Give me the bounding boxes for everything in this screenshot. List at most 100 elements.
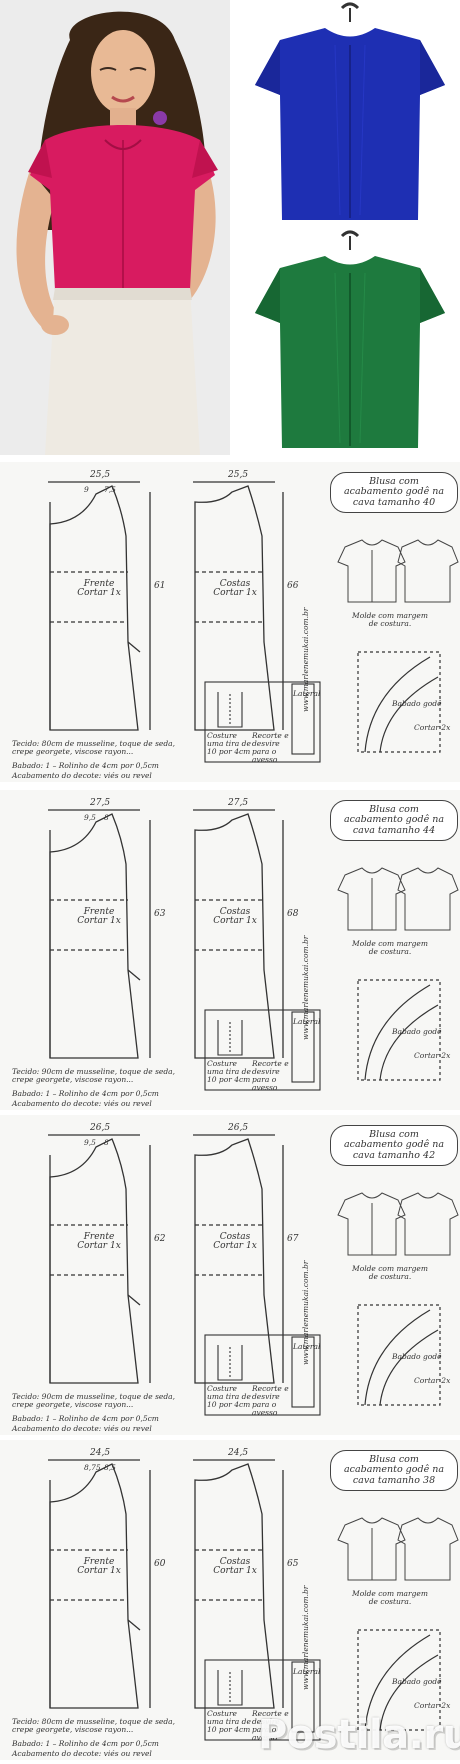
neck-facing-detail <box>204 681 321 763</box>
website-credit: www.marlenemukai.com.br <box>301 1585 310 1690</box>
measure-b-label: 8 <box>104 1138 109 1147</box>
measure-b-label: 7,5 <box>104 485 116 494</box>
godet-ruffle-piece <box>357 651 441 753</box>
front-length-label: 63 <box>154 909 166 919</box>
blouse-sketch <box>337 539 459 603</box>
measure-a-label: 8,75 <box>84 1463 101 1472</box>
cut-twice-label: Cortar 2x <box>414 723 451 732</box>
back-piece-label: Costas Cortar 1x <box>213 1232 257 1252</box>
blouse-sketch <box>337 1517 459 1581</box>
cut-strip-note: Costure uma tira de 10 por 4cm <box>207 1709 251 1734</box>
seam-allowance-note: Molde com margem de costura. <box>352 1589 428 1606</box>
front-piece-label: Frente Cortar 1x <box>77 579 121 599</box>
bias-note: Babado: 1 – Rolinho de 4cm por 0,5cm <box>12 1089 159 1098</box>
bias-note: Babado: 1 – Rolinho de 4cm por 0,5cm <box>12 761 159 770</box>
bias-note: Babado: 1 – Rolinho de 4cm por 0,5cm <box>12 1414 159 1423</box>
front-length-label: 61 <box>154 581 166 591</box>
website-credit: www.marlenemukai.com.br <box>301 935 310 1040</box>
back-piece-label: Costas Cortar 1x <box>213 907 257 927</box>
sheet-title: Blusa com acabamento godê na cava tamanh… <box>330 800 458 842</box>
fold-note: Recorte e desvire para o avesso <box>252 1384 289 1417</box>
front-piece-label: Frente Cortar 1x <box>77 907 121 927</box>
seam-allowance-note: Molde com margem de costura. <box>352 1264 428 1281</box>
site-watermark: Postila.ru <box>258 1712 460 1758</box>
front-width-label: 27,5 <box>90 798 111 808</box>
godet-ruffle-piece <box>357 1629 441 1731</box>
neck-finish-note: Acabamento do decote: viés ou revel <box>12 771 152 780</box>
seam-allowance-note: Molde com margem de costura. <box>352 939 428 956</box>
neck-finish-note: Acabamento do decote: viés ou revel <box>12 1424 152 1433</box>
lateral-label: Lateral <box>293 1667 321 1676</box>
blouse-sketch <box>337 1192 459 1256</box>
neck-finish-note: Acabamento do decote: viés ou revel <box>12 1749 152 1758</box>
website-credit: www.marlenemukai.com.br <box>301 607 310 712</box>
godet-label: Babado godê <box>392 1027 442 1036</box>
pattern-sheet: Blusa com acabamento godê na cava tamanh… <box>0 462 460 782</box>
sheet-title: Blusa com acabamento godê na cava tamanh… <box>330 472 458 514</box>
blouse-sketch <box>337 867 459 931</box>
back-piece-label: Costas Cortar 1x <box>213 1557 257 1577</box>
front-piece-label: Frente Cortar 1x <box>77 1557 121 1577</box>
back-width-label: 24,5 <box>228 1448 249 1458</box>
photo-collage <box>0 0 460 455</box>
godet-ruffle-piece <box>357 1304 441 1406</box>
bias-note: Babado: 1 – Rolinho de 4cm por 0,5cm <box>12 1739 159 1748</box>
pattern-sheet: Blusa com acabamento godê na cava tamanh… <box>0 1115 460 1435</box>
front-width-label: 24,5 <box>90 1448 111 1458</box>
cut-twice-label: Cortar 2x <box>414 1376 451 1385</box>
neck-facing-detail <box>204 1334 321 1416</box>
back-length-label: 65 <box>287 1559 299 1569</box>
back-pattern-piece <box>193 1134 284 1384</box>
neck-finish-note: Acabamento do decote: viés ou revel <box>12 1099 152 1108</box>
measure-a-label: 9,5 <box>84 1138 96 1147</box>
front-piece-label: Frente Cortar 1x <box>77 1232 121 1252</box>
model-photo <box>0 0 230 455</box>
back-width-label: 26,5 <box>228 1123 249 1133</box>
back-length-label: 68 <box>287 909 299 919</box>
sheet-title: Blusa com acabamento godê na cava tamanh… <box>330 1125 458 1167</box>
back-pattern-piece <box>193 809 284 1059</box>
front-length-label: 60 <box>154 1559 166 1569</box>
back-pattern-piece <box>193 1459 284 1709</box>
fabric-note: Tecido: 90cm de musseline, toque de seda… <box>12 1067 176 1084</box>
cut-strip-note: Costure uma tira de 10 por 4cm <box>207 731 251 756</box>
front-width-label: 25,5 <box>90 470 111 480</box>
back-length-label: 67 <box>287 1234 299 1244</box>
measure-b-label: 8 <box>104 813 109 822</box>
front-pattern-piece <box>48 809 151 1059</box>
front-pattern-piece <box>48 1459 151 1709</box>
website-credit: www.marlenemukai.com.br <box>301 1260 310 1365</box>
front-length-label: 62 <box>154 1234 166 1244</box>
pattern-sheet: Blusa com acabamento godê na cava tamanh… <box>0 1440 460 1760</box>
cut-twice-label: Cortar 2x <box>414 1701 451 1710</box>
fold-note: Recorte e desvire para o avesso <box>252 731 289 764</box>
fold-note: Recorte e desvire para o avesso <box>252 1709 289 1742</box>
measure-a-label: 9 <box>84 485 89 494</box>
back-piece-label: Costas Cortar 1x <box>213 579 257 599</box>
pattern-sheet: Blusa com acabamento godê na cava tamanh… <box>0 790 460 1110</box>
neck-facing-detail <box>204 1009 321 1091</box>
sheet-title: Blusa com acabamento godê na cava tamanh… <box>330 1450 458 1492</box>
lateral-label: Lateral <box>293 1342 321 1351</box>
measure-a-label: 9,5 <box>84 813 96 822</box>
blue-blouse-photo <box>240 0 460 228</box>
cut-twice-label: Cortar 2x <box>414 1051 451 1060</box>
back-width-label: 25,5 <box>228 470 249 480</box>
godet-ruffle-piece <box>357 979 441 1081</box>
front-pattern-piece <box>48 481 151 731</box>
cut-strip-note: Costure uma tira de 10 por 4cm <box>207 1384 251 1409</box>
back-length-label: 66 <box>287 581 299 591</box>
measure-b-label: 8,5 <box>104 1463 116 1472</box>
lateral-label: Lateral <box>293 1017 321 1026</box>
godet-label: Babado godê <box>392 699 442 708</box>
green-blouse-photo <box>240 228 460 455</box>
front-width-label: 26,5 <box>90 1123 111 1133</box>
seam-allowance-note: Molde com margem de costura. <box>352 611 428 628</box>
cut-strip-note: Costure uma tira de 10 por 4cm <box>207 1059 251 1084</box>
front-pattern-piece <box>48 1134 151 1384</box>
godet-label: Babado godê <box>392 1677 442 1686</box>
godet-label: Babado godê <box>392 1352 442 1361</box>
lateral-label: Lateral <box>293 689 321 698</box>
neck-facing-detail <box>204 1659 321 1741</box>
fold-note: Recorte e desvire para o avesso <box>252 1059 289 1092</box>
